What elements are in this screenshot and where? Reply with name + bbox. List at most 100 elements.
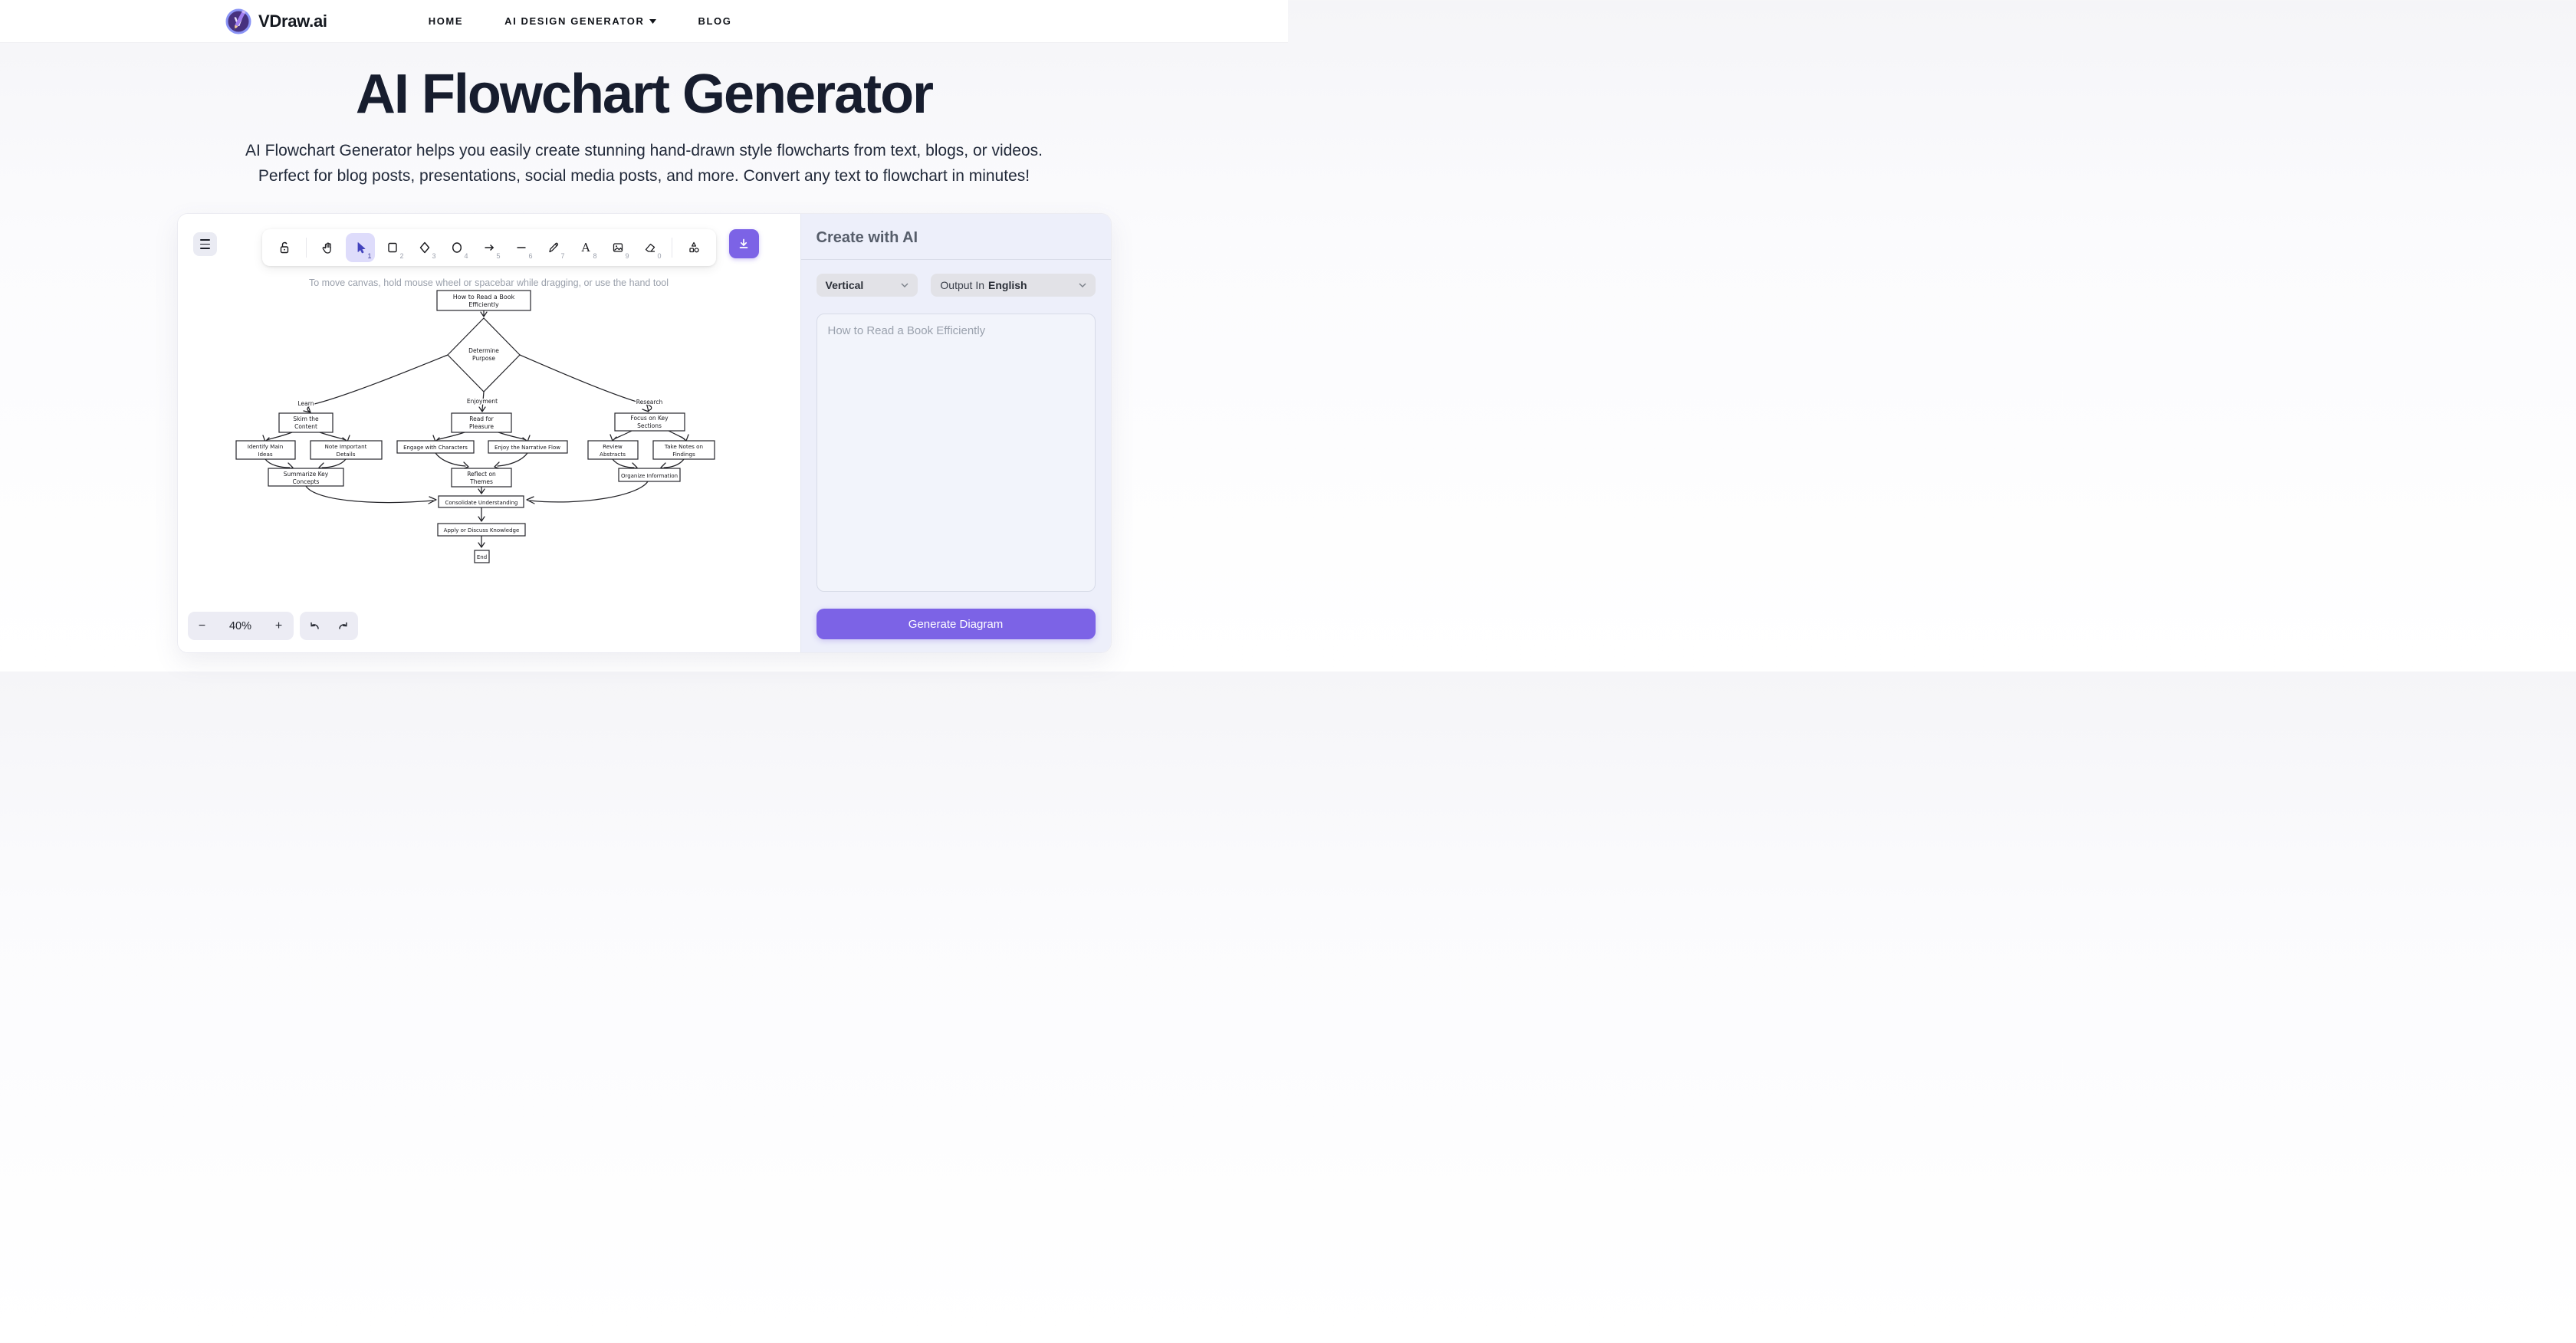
- more-tools-icon: [688, 241, 699, 253]
- brand[interactable]: V VDraw.ai: [225, 8, 327, 34]
- undo-button[interactable]: [300, 612, 329, 640]
- svg-text:Efficiently: Efficiently: [468, 301, 499, 308]
- node-review-abstracts: [586, 440, 639, 460]
- pencil-icon: [548, 242, 558, 253]
- nav-item-blog[interactable]: BLOG: [698, 15, 732, 27]
- more-tools-button[interactable]: [679, 233, 708, 262]
- node-enjoy-flow: [487, 440, 568, 454]
- selection-tool-button[interactable]: 1: [345, 233, 375, 262]
- panel-heading: Create with AI: [816, 229, 918, 246]
- node-reflect-themes: [450, 468, 512, 488]
- svg-text:A: A: [580, 241, 590, 254]
- svg-text:Consolidate Understanding: Consolidate Understanding: [445, 500, 518, 506]
- selection-cursor-icon: [357, 242, 365, 254]
- draw-tool-button[interactable]: 7: [539, 233, 568, 262]
- svg-text:Purpose: Purpose: [472, 355, 495, 362]
- svg-text:Apply or Discuss Knowledge: Apply or Discuss Knowledge: [443, 527, 519, 534]
- subtitle-line-2: Perfect for blog posts, presentations, s…: [258, 167, 1030, 185]
- svg-text:Enjoyment: Enjoyment: [466, 398, 497, 405]
- layout-select[interactable]: Vertical: [816, 274, 918, 297]
- nav-item-home[interactable]: HOME: [428, 15, 464, 27]
- navbar: V VDraw.ai HOME AI DESIGN GENERATOR BLOG: [0, 0, 1288, 43]
- text-tool-button[interactable]: A 8: [571, 233, 600, 262]
- zoom-out-button[interactable]: −: [188, 612, 217, 640]
- page-subtitle: AI Flowchart Generator helps you easily …: [0, 138, 1288, 189]
- dropdown-caret-icon: [649, 18, 657, 24]
- node-skim-content: [278, 412, 334, 433]
- redo-icon: [338, 622, 347, 629]
- node-organize-information: [617, 468, 681, 482]
- svg-text:Content: Content: [294, 423, 317, 430]
- download-icon: [739, 238, 748, 248]
- svg-text:Take Notes on: Take Notes on: [663, 443, 702, 450]
- svg-text:Details: Details: [336, 451, 355, 458]
- tool-toolbar: 1 2 3 4: [261, 229, 716, 266]
- svg-text:Enjoy the Narrative Flow: Enjoy the Narrative Flow: [495, 445, 560, 451]
- arrow-icon: [485, 244, 494, 251]
- svg-text:Focus on Key: Focus on Key: [630, 415, 669, 422]
- node-determine-purpose: [446, 317, 521, 392]
- line-icon: [517, 247, 525, 248]
- hand-tool-button[interactable]: [314, 233, 343, 262]
- zoom-in-button[interactable]: +: [264, 612, 294, 640]
- output-language-select[interactable]: Output In English: [931, 274, 1096, 297]
- svg-text:Engage with Characters: Engage with Characters: [403, 445, 468, 451]
- svg-text:Determine: Determine: [468, 347, 499, 354]
- drawing-canvas[interactable]: How to Read a Book Efficiently Determine…: [177, 214, 800, 652]
- flowchart-nodes: [235, 290, 715, 563]
- svg-text:Organize Information: Organize Information: [620, 473, 677, 479]
- node-focus-sections: [613, 412, 685, 432]
- subtitle-line-1: AI Flowchart Generator helps you easily …: [245, 142, 1043, 159]
- svg-text:Review: Review: [603, 443, 623, 450]
- svg-text:Concepts: Concepts: [292, 478, 319, 485]
- hand-icon: [322, 242, 331, 254]
- line-tool-button[interactable]: 6: [507, 233, 536, 262]
- image-icon: [613, 243, 623, 252]
- zoom-level: 40%: [228, 619, 252, 632]
- eraser-icon: [645, 243, 655, 252]
- prompt-input[interactable]: [816, 314, 1096, 592]
- create-with-ai-panel: Create with AI Vertical Output In Englis…: [800, 214, 1111, 652]
- svg-text:Learn: Learn: [297, 400, 314, 407]
- redo-button[interactable]: [329, 612, 358, 640]
- node-apply-knowledge: [436, 523, 526, 537]
- text-icon: A: [580, 241, 590, 254]
- node-summarize-concepts: [267, 468, 344, 487]
- svg-text:Sections: Sections: [637, 422, 662, 429]
- svg-text:Findings: Findings: [672, 451, 695, 458]
- svg-text:Ideas: Ideas: [258, 451, 273, 458]
- nav-item-ai-design-generator[interactable]: AI DESIGN GENERATOR: [504, 15, 657, 27]
- svg-text:How to Read a Book: How to Read a Book: [452, 294, 514, 300]
- node-read-pleasure: [450, 412, 512, 433]
- canvas-bottom-controls: − 40% +: [187, 612, 358, 640]
- rectangle-icon: [387, 242, 397, 253]
- svg-text:Skim the: Skim the: [293, 415, 319, 422]
- eraser-tool-button[interactable]: 0: [636, 233, 665, 262]
- chevron-down-icon: [1079, 283, 1086, 287]
- svg-text:Note Important: Note Important: [324, 443, 366, 450]
- panel-divider: [800, 259, 1111, 260]
- image-tool-button[interactable]: 9: [603, 233, 632, 262]
- svg-text:Read for: Read for: [469, 415, 494, 422]
- workspace-card: How to Read a Book Efficiently Determine…: [176, 213, 1112, 653]
- arrow-tool-button[interactable]: 5: [475, 233, 504, 262]
- svg-text:Reflect on: Reflect on: [467, 471, 496, 478]
- chevron-down-icon: [901, 283, 909, 287]
- node-start: [435, 290, 531, 311]
- lock-tool-button[interactable]: [270, 233, 299, 262]
- zoom-control: − 40% +: [187, 612, 294, 640]
- flowchart-edges: [261, 310, 689, 548]
- hamburger-icon: [199, 239, 210, 241]
- svg-text:Research: Research: [636, 399, 662, 406]
- ellipse-tool-button[interactable]: 4: [442, 233, 472, 262]
- node-consolidate: [437, 495, 524, 508]
- vdraw-logo-icon: V: [225, 8, 251, 34]
- generate-diagram-button[interactable]: Generate Diagram: [816, 609, 1096, 639]
- diamond-tool-button[interactable]: 3: [410, 233, 439, 262]
- svg-text:Themes: Themes: [469, 478, 493, 485]
- svg-text:Abstracts: Abstracts: [600, 451, 626, 458]
- menu-button[interactable]: [192, 232, 217, 256]
- rectangle-tool-button[interactable]: 2: [378, 233, 407, 262]
- page-title: AI Flowchart Generator: [355, 64, 934, 125]
- download-button[interactable]: [728, 229, 759, 258]
